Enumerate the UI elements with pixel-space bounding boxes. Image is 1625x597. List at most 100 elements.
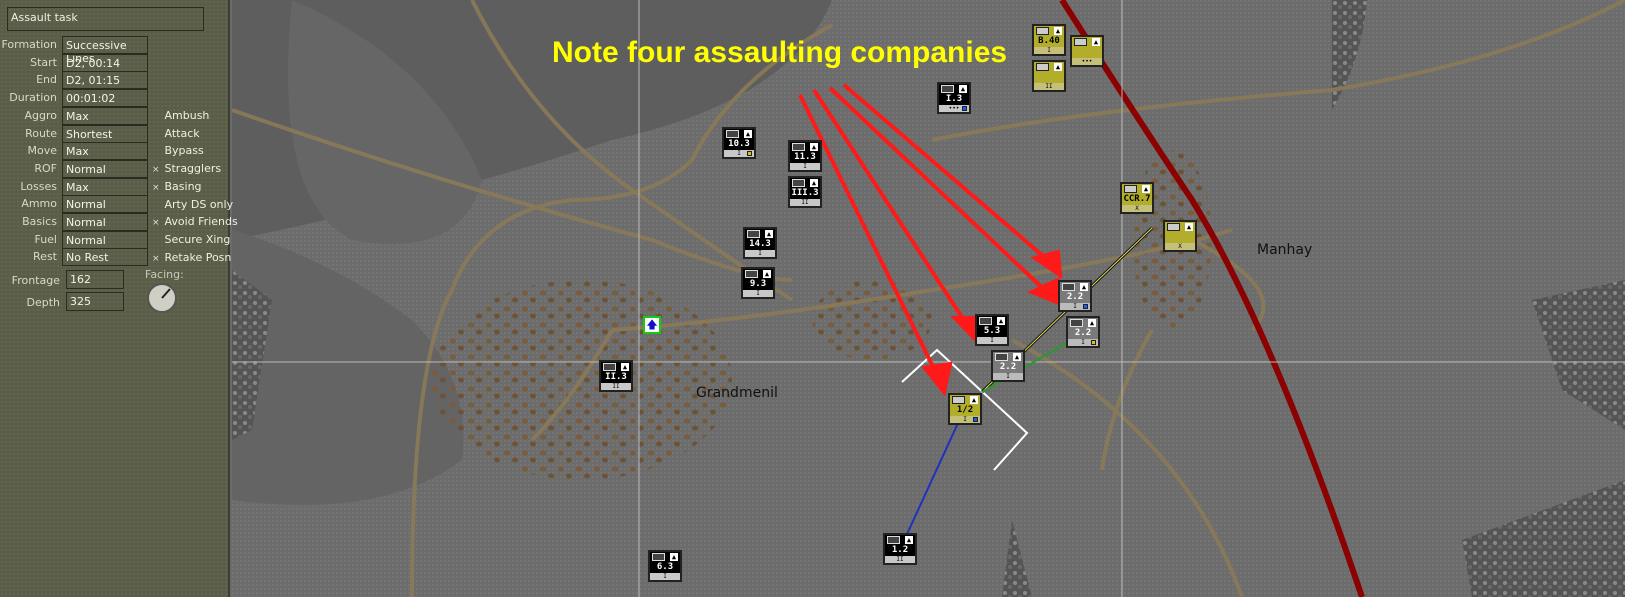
checkbox-basing[interactable]: × Basing <box>152 180 202 196</box>
field-row: Move Max <box>0 142 150 161</box>
field-value[interactable]: Max <box>62 177 148 196</box>
unit-type-icon <box>652 553 665 561</box>
field-row: Losses Max <box>0 177 150 196</box>
field-label: Start <box>30 55 57 69</box>
unit-size: I <box>663 573 667 580</box>
checkbox-mark[interactable]: × <box>152 253 160 264</box>
checkbox-label: Basing <box>164 179 202 193</box>
unit-name: 2.2 <box>1066 292 1084 302</box>
move-arrow-icon: ▲ <box>810 179 818 187</box>
unit-counter[interactable]: ▲ 1.2 II <box>883 533 917 565</box>
unit-counter[interactable]: ▲ 11.3 I <box>788 140 822 172</box>
unit-counter[interactable]: ▲ CCR.7 X <box>1120 182 1154 214</box>
field-value[interactable]: D2, 00:14 <box>62 53 148 72</box>
move-arrow-icon: ▲ <box>959 85 967 93</box>
move-arrow-icon: ▲ <box>997 317 1005 325</box>
depth-input[interactable]: 325 <box>66 292 124 311</box>
unit-type-icon <box>1036 27 1049 35</box>
unit-counter[interactable]: ▲ III.3 II <box>788 176 822 208</box>
field-value[interactable]: Normal <box>62 159 148 178</box>
unit-counter[interactable]: ▲ II.3 II <box>599 360 633 392</box>
checkbox-mark[interactable]: × <box>152 182 160 193</box>
field-label: End <box>36 73 57 87</box>
unit-counter[interactable]: ▲ 14.3 I <box>743 227 777 259</box>
checkbox-secure-xing[interactable]: Secure Xing <box>152 232 231 249</box>
task-title: Assault task <box>7 7 204 31</box>
field-label: Aggro <box>24 108 57 122</box>
move-arrow-icon: ▲ <box>744 130 752 138</box>
field-value[interactable]: Normal <box>62 213 148 231</box>
unit-size: I <box>990 337 994 344</box>
checkbox-label: Secure Xing <box>164 232 231 246</box>
field-label: Fuel <box>34 232 57 246</box>
field-value[interactable]: Max <box>62 142 148 161</box>
checkbox-ambush[interactable]: Ambush <box>152 109 210 125</box>
unit-counter[interactable]: ▲ 2.2 I <box>991 350 1025 382</box>
field-label: Basics <box>22 215 57 228</box>
unit-type-icon <box>1074 38 1087 46</box>
field-value[interactable]: Shortest <box>62 124 148 143</box>
checkbox-arty-ds-only[interactable]: Arty DS only <box>152 197 234 214</box>
map-view[interactable]: Note four assaulting companies Grandmeni… <box>232 0 1625 597</box>
unit-size: II <box>612 383 620 390</box>
checkbox-label: Bypass <box>164 144 204 158</box>
hq-marker-icon[interactable]: 🡅 <box>643 316 661 334</box>
unit-counter[interactable]: ▲ 2.2 I <box>1066 316 1100 348</box>
unit-counter[interactable]: ▲ X <box>1163 220 1197 252</box>
unit-type-icon <box>1167 223 1180 231</box>
checkbox-attack[interactable]: Attack <box>152 127 200 143</box>
unit-counter[interactable]: ▲ II <box>1032 60 1066 92</box>
field-value[interactable]: Normal <box>62 195 148 214</box>
unit-name: 14.3 <box>749 239 771 249</box>
unit-size: I <box>737 150 741 157</box>
unit-counter[interactable]: ▲ 10.3 I <box>722 127 756 159</box>
field-value[interactable]: 00:01:02 <box>62 89 148 108</box>
unit-counter[interactable]: ▲ 5.3 I <box>975 314 1009 346</box>
unit-size: I <box>758 250 762 257</box>
unit-counter[interactable]: ▲ ••• <box>1070 35 1104 67</box>
unit-counter[interactable]: ▲ B.40 I <box>1032 24 1066 56</box>
status-indicator-icon <box>962 106 967 111</box>
checkbox-label: Avoid Friends <box>164 215 238 229</box>
annotation-text: Note four assaulting companies <box>552 36 1008 69</box>
unit-name: 5.3 <box>983 326 1001 336</box>
field-value[interactable]: Successive Lines <box>62 36 148 65</box>
unit-size: ••• <box>948 105 960 112</box>
field-label: Ammo <box>21 197 57 211</box>
status-indicator-icon <box>1091 340 1096 345</box>
checkbox-stragglers[interactable]: × Stragglers <box>152 162 221 178</box>
unit-size: II <box>896 556 904 563</box>
checkbox-mark[interactable]: × <box>152 218 160 229</box>
facing-label: Facing: <box>145 268 184 281</box>
field-label: Losses <box>20 179 57 193</box>
field-label: Formation <box>1 38 57 51</box>
status-indicator-icon <box>973 417 978 422</box>
unit-type-icon <box>603 363 616 371</box>
field-value[interactable]: Max <box>62 106 148 125</box>
facing-dial-icon[interactable] <box>146 282 178 314</box>
unit-name: I.3 <box>945 94 963 104</box>
unit-name <box>1165 232 1195 243</box>
field-label: Move <box>27 144 58 158</box>
checkbox-mark[interactable]: × <box>152 165 160 176</box>
unit-counter[interactable]: ▲ I.3 ••• <box>937 82 971 114</box>
field-value[interactable]: D2, 01:15 <box>62 71 148 90</box>
frontage-label: Frontage <box>11 274 60 287</box>
checkbox-retake-posn[interactable]: × Retake Posn <box>152 251 231 267</box>
field-value[interactable]: No Rest <box>62 248 148 267</box>
move-arrow-icon: ▲ <box>1054 27 1062 35</box>
checkbox-bypass[interactable]: Bypass <box>152 144 204 160</box>
unit-counter[interactable]: ▲ 2.2 I <box>1058 280 1092 312</box>
move-arrow-icon: ▲ <box>1013 353 1021 361</box>
checkbox-label: Retake Posn <box>164 250 232 264</box>
unit-counter[interactable]: ▲ 6.3 I <box>648 550 682 582</box>
field-value[interactable]: Normal <box>62 230 148 249</box>
checkbox-avoid-friends[interactable]: × Avoid Friends <box>152 215 238 231</box>
unit-type-icon <box>1070 319 1083 327</box>
unit-counter[interactable]: ▲ 1/2 I <box>948 393 982 425</box>
frontage-input[interactable]: 162 <box>66 270 124 289</box>
checkbox-label: Arty DS only <box>164 197 234 211</box>
unit-size: X <box>1178 243 1182 250</box>
unit-counter[interactable]: ▲ 9.3 I <box>741 267 775 299</box>
unit-name: III.3 <box>791 188 819 198</box>
